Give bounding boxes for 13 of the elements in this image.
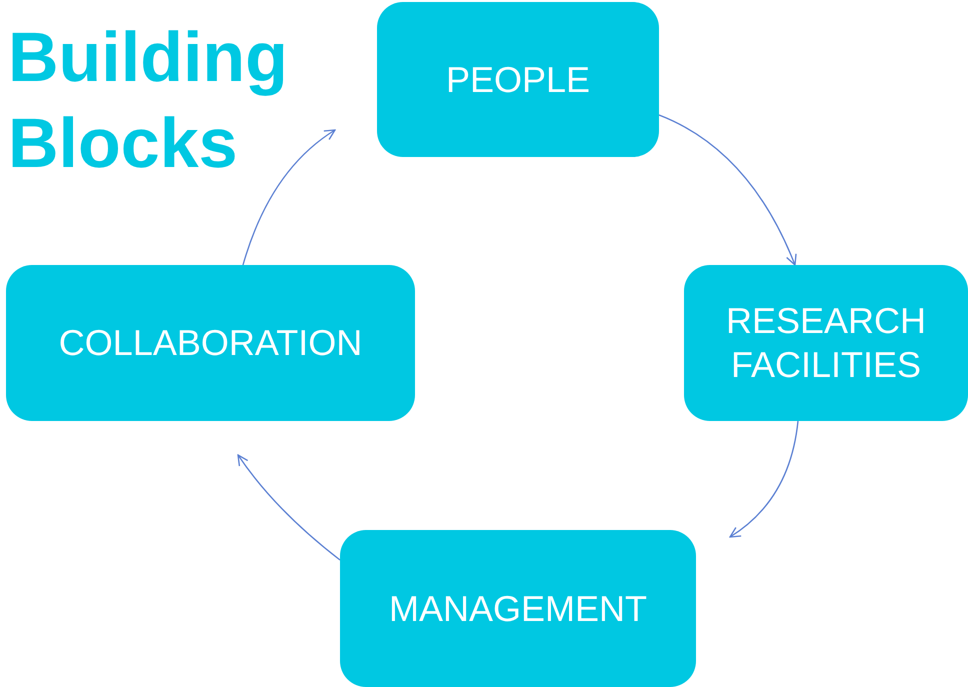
process-box [684, 265, 968, 421]
box-label: PEOPLE [444, 58, 592, 102]
curved-arrow [729, 420, 799, 538]
box-label: COLLABORATION [58, 321, 364, 365]
box-label: MANAGEMENT [388, 586, 648, 630]
process-box [6, 265, 415, 421]
curved-arrow [242, 129, 336, 266]
curved-arrow [658, 114, 796, 266]
curved-arrow [237, 454, 340, 561]
process-box [377, 2, 659, 157]
box-label: RESEARCH FACILITIES [724, 299, 928, 387]
title: Building Blocks [8, 17, 289, 184]
process-box [340, 530, 696, 687]
